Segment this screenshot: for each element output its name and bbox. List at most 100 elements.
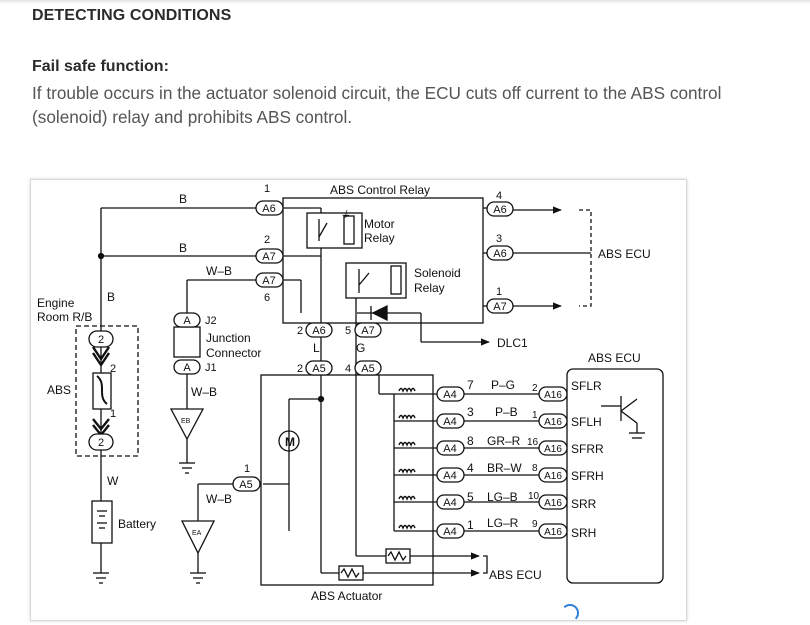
diagram-label: SFRR (571, 442, 604, 456)
diagram-label: SFLH (571, 415, 602, 429)
diagram-label: A6 (312, 325, 325, 337)
diagram-label: 10 (528, 491, 540, 502)
diagram-label: 4 (467, 461, 474, 475)
diagram-label: GR–R (487, 434, 521, 448)
diagram-label: 8 (467, 434, 474, 448)
diagram-label: A16 (544, 498, 562, 509)
diagram-label: 3 (467, 405, 474, 419)
diagram-label: P–B (495, 405, 518, 419)
diagram-label: EA (192, 530, 202, 537)
diagram-label: W–B (191, 385, 217, 399)
diagram-label: A6 (493, 248, 506, 260)
solenoid-relay-label-2: Relay (414, 281, 445, 295)
diagram-label: 4 (345, 363, 351, 375)
motor-icon: M (285, 435, 295, 449)
diagram-label: BR–W (487, 461, 522, 475)
diagram-label: A16 (544, 390, 562, 401)
abs-ecu-label-top: ABS ECU (598, 247, 651, 261)
diagram-label: 2 (297, 363, 303, 375)
diagram-label: B (179, 192, 187, 206)
diagram-label: A16 (544, 417, 562, 428)
diagram-label: 6 (264, 292, 270, 304)
diagram-label: A4 (443, 416, 456, 428)
abs-control-relay-label: ABS Control Relay (330, 183, 430, 197)
motor-relay-label-1: Motor (364, 217, 395, 231)
diagram-label: LG–R (487, 516, 519, 530)
battery-label: Battery (118, 517, 156, 531)
abs-fuse-label: ABS (47, 383, 71, 397)
diagram-label: A6 (493, 204, 506, 216)
section-heading: DETECTING CONDITIONS (32, 7, 232, 24)
diagram-label: 1 (496, 286, 502, 298)
diagram-label: 2 (110, 363, 116, 375)
top-shadow (0, 0, 810, 4)
diagram-label: A4 (443, 470, 456, 482)
diagram-label: A16 (544, 527, 562, 538)
engine-room-label-1: Engine (37, 296, 75, 310)
svg-text:⏚: ⏚ (340, 210, 350, 221)
abs-ecu-label-right: ABS ECU (588, 351, 641, 365)
diagram-label: L (313, 341, 320, 355)
wiring-diagram: ABS Control Relay Motor Relay Solenoid R… (37, 183, 664, 603)
junction-label-2: Connector (206, 346, 261, 360)
diagram-label: W (107, 474, 119, 488)
diagram-label: 1 (244, 463, 250, 475)
diagram-label: 2 (532, 383, 538, 394)
diagram-label: EB (181, 418, 191, 425)
loading-spinner-icon (561, 604, 579, 622)
diagram-label: A5 (312, 363, 325, 375)
solenoid-rows (393, 393, 437, 532)
diagram-label: LG–B (487, 490, 518, 504)
diagram-label: J1 (205, 362, 217, 374)
diagram-label: A7 (361, 325, 374, 337)
diagram-label: W–B (206, 264, 232, 278)
diagram-label: J2 (205, 315, 217, 327)
diagram-label: 16 (527, 437, 539, 448)
wiring-diagram-frame[interactable]: ABS Control Relay Motor Relay Solenoid R… (30, 179, 687, 621)
diagram-label: 2 (264, 234, 270, 246)
diagram-label: SFLR (571, 379, 602, 393)
diagram-label: 2 (98, 437, 104, 449)
subheading: Fail safe function: (32, 58, 169, 75)
diagram-label: B (107, 290, 115, 304)
diagram-label: 1 (467, 518, 474, 532)
diagram-label: W–B (206, 492, 232, 506)
diagram-label: 5 (345, 325, 351, 337)
diagram-label: 7 (467, 378, 474, 392)
diagram-label: A16 (544, 471, 562, 482)
diagram-label: A16 (544, 444, 562, 455)
diagram-label: 8 (532, 463, 538, 474)
diagram-label: 3 (496, 233, 502, 245)
diagram-label: G (356, 341, 365, 355)
diagram-label: SRR (571, 497, 597, 511)
diagram-label: A5 (239, 479, 252, 491)
diagram-label: A4 (443, 389, 456, 401)
diagram-label: A7 (262, 275, 275, 287)
diagram-label: SRH (571, 526, 596, 540)
diagram-label: 1 (110, 408, 116, 420)
diagram-label: 9 (532, 519, 538, 530)
dlc1-label: DLC1 (497, 336, 528, 350)
diagram-label: 1 (532, 410, 538, 421)
diagram-label: 5 (467, 490, 474, 504)
junction-label-1: Junction (206, 331, 251, 345)
diagram-label: A7 (262, 251, 275, 263)
abs-control-relay-box (282, 197, 484, 324)
diagram-label: 1 (264, 183, 270, 195)
diagram-label: A4 (443, 497, 456, 509)
engine-room-label-2: Room R/B (37, 310, 92, 324)
diagram-label: 2 (98, 334, 104, 346)
abs-actuator-label: ABS Actuator (311, 589, 382, 603)
diagram-label: SFRH (571, 469, 604, 483)
diagram-label: A7 (493, 301, 506, 313)
diagram-label: B (179, 241, 187, 255)
diagram-label: A4 (443, 526, 456, 538)
diagram-label: A4 (443, 443, 456, 455)
diagram-label: P–G (491, 378, 515, 392)
diagram-label: A6 (262, 203, 275, 215)
paragraph: If trouble occurs in the actuator soleno… (32, 83, 722, 127)
diagram-label: A (183, 315, 191, 327)
solenoid-relay-label-1: Solenoid (414, 266, 461, 280)
motor-relay-label-2: Relay (364, 231, 395, 245)
abs-ecu-label-bottom: ABS ECU (489, 568, 542, 582)
